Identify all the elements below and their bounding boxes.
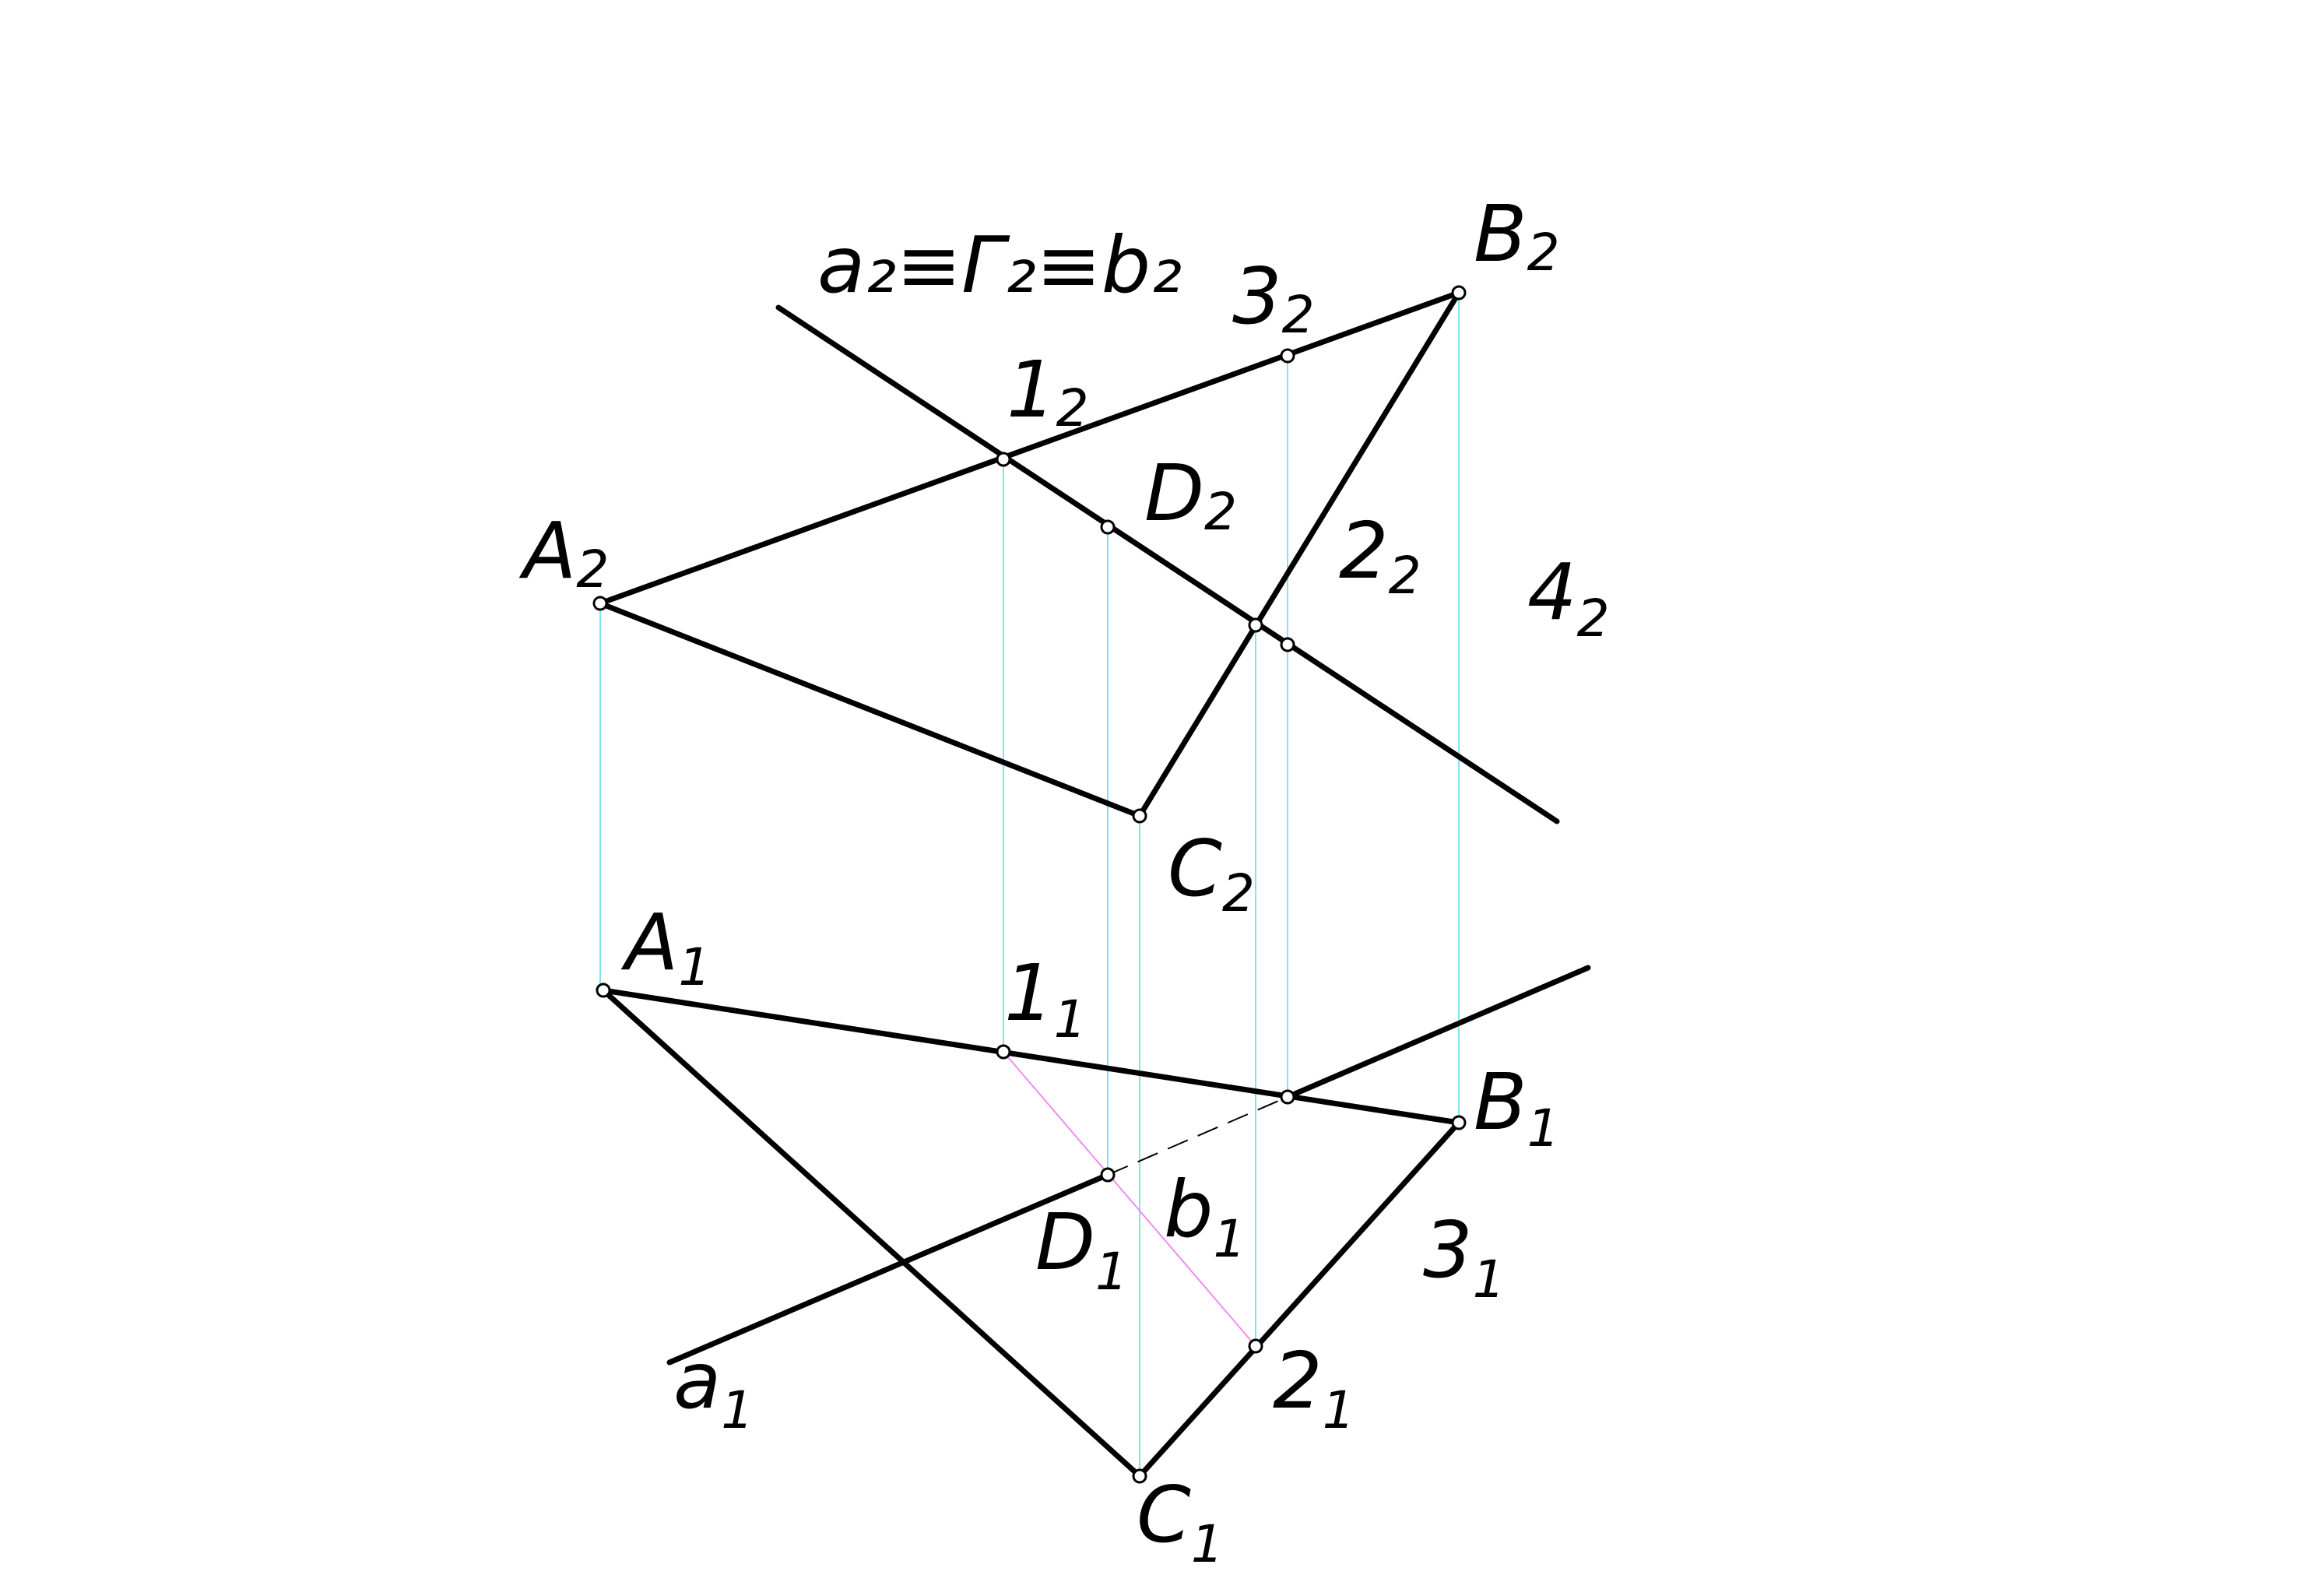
line-a1-lower — [666, 1172, 1111, 1366]
line-a1-upper — [1284, 965, 1591, 1100]
label-B2: B2 — [1474, 188, 1560, 283]
line-b1 — [1003, 1051, 1256, 1347]
label-D2: D2 — [1144, 448, 1237, 542]
segment-B2-C2 — [1137, 290, 1462, 819]
point-C1 — [1132, 1468, 1147, 1484]
point-D1 — [1100, 1167, 1116, 1183]
label-C1: C1 — [1137, 1469, 1224, 1574]
point-2-2 — [1248, 617, 1263, 633]
label-2-2: 22 — [1339, 505, 1421, 606]
point-A2 — [592, 596, 608, 611]
label-a1: a1 — [673, 1335, 754, 1440]
point-1-2 — [996, 452, 1011, 467]
label-A2: A2 — [518, 505, 609, 599]
point-3-2 — [1280, 348, 1295, 364]
label-1-1: 11 — [1004, 947, 1087, 1049]
line-a1-hidden — [1107, 1096, 1288, 1176]
point-1-1 — [996, 1044, 1011, 1060]
point-2-1 — [1248, 1338, 1263, 1354]
points — [592, 285, 1467, 1484]
label-A1: A1 — [620, 897, 711, 997]
label-3-1: 31 — [1423, 1204, 1506, 1309]
point-C2 — [1132, 808, 1147, 824]
label-1-2: 12 — [1007, 344, 1089, 438]
horizontal-projection — [600, 965, 1591, 1479]
point-A1 — [596, 983, 611, 998]
label-C2: C2 — [1168, 823, 1255, 923]
point-B1 — [1451, 1115, 1467, 1130]
plane-trace-gamma2 — [775, 304, 1560, 824]
point-3-1 — [1280, 1089, 1295, 1105]
frontal-projection — [597, 290, 1560, 824]
point-B2 — [1451, 285, 1467, 301]
label-4-2: 42 — [1527, 547, 1610, 649]
label-2-1: 21 — [1273, 1335, 1355, 1440]
label-3-2: 32 — [1232, 251, 1315, 345]
title-equivalence: a₂≡Γ₂≡b₂ — [817, 220, 1182, 311]
point-4-2 — [1280, 637, 1295, 652]
segment-A1-C1 — [600, 987, 1143, 1479]
projection-lines — [599, 293, 1460, 1476]
segment-B1-C1 — [1137, 1120, 1462, 1479]
segment-A2-C2 — [597, 600, 1143, 819]
segment-A2-B2 — [597, 290, 1462, 606]
label-b1: b1 — [1164, 1164, 1246, 1269]
label-D1: D1 — [1035, 1197, 1128, 1302]
labels: a₂≡Γ₂≡b₂ B2 32 12 D2 A2 22 42 C2 A1 11 B… — [518, 188, 1610, 1574]
point-D2 — [1100, 519, 1116, 535]
label-B1: B1 — [1474, 1056, 1560, 1158]
segment-A1-B1 — [600, 987, 1462, 1126]
